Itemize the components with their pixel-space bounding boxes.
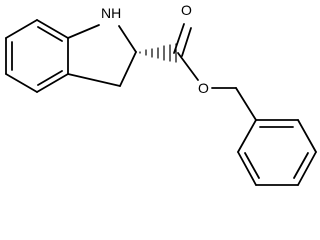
carbonyl-oxygen-label: O <box>181 2 192 18</box>
ester-group <box>173 23 257 121</box>
bond-c2-c3 <box>119 51 137 87</box>
indoline-pyrrolidine-ring <box>67 24 137 87</box>
bond-c7a-n1 <box>67 24 100 39</box>
bond-ph-2-3 <box>297 119 317 153</box>
double-bond-c8-c3 <box>37 70 63 86</box>
bond-carbonyl-c-o-double-2 <box>181 27 192 57</box>
bond-carbonyl-c-o-double-1 <box>173 23 185 54</box>
bond-c3-c3a <box>67 73 121 87</box>
benzyl-indoline-2-carboxylate-structure: NH O O <box>5 2 317 186</box>
bond-c3-c4 <box>5 73 38 93</box>
bond-ch2-phenyl <box>235 87 257 121</box>
nitrogen-label: NH <box>101 5 121 21</box>
indoline-benzo-ring <box>5 19 69 93</box>
benzyl-phenyl-ring <box>237 119 317 186</box>
double-bond-c6-c7 <box>37 26 63 42</box>
structure-canvas: NH O O <box>5 2 317 186</box>
stereo-hashed-wedge <box>139 43 177 63</box>
ester-oxygen-label: O <box>198 80 209 96</box>
bond-c8-c3 <box>36 73 69 93</box>
double-bond-ph-3-4 <box>293 152 309 179</box>
bond-c5-c6 <box>5 19 38 39</box>
bond-ph-3-4 <box>297 151 317 186</box>
bond-ph-5-6 <box>237 151 257 186</box>
bond-carbonyl-c-o-single <box>177 52 199 81</box>
bond-n1-c2 <box>118 25 137 53</box>
bond-ph-6-1 <box>237 119 257 153</box>
double-bond-ph-5-6 <box>244 152 260 179</box>
bond-c6-c7 <box>36 19 69 39</box>
